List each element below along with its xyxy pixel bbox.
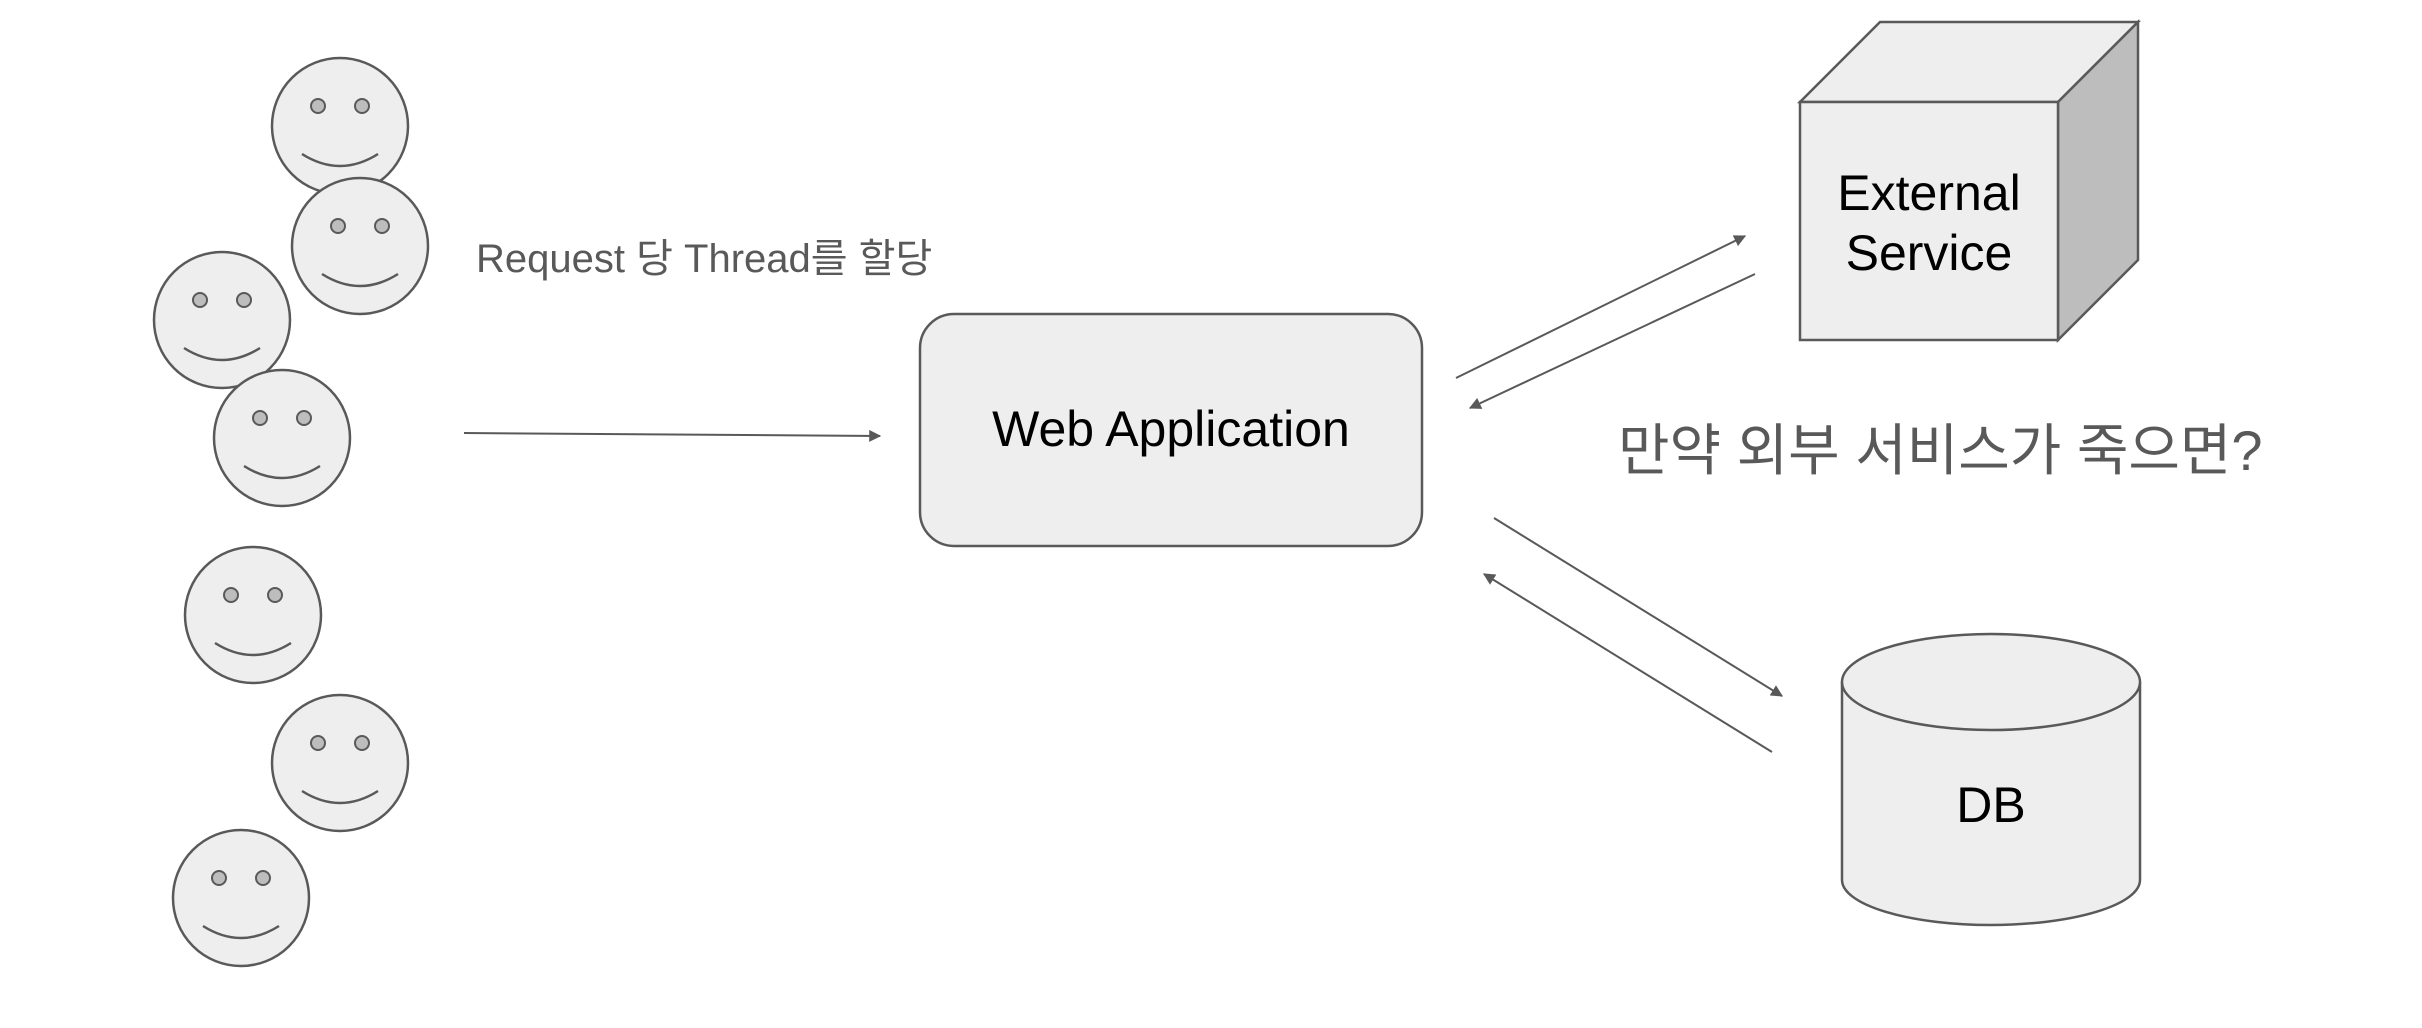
eye-icon [296,410,312,426]
request-label: Request 당 Thread를 할당 [476,237,932,281]
eye-icon [330,218,346,234]
eye-icon [374,218,390,234]
face-circle [270,56,410,196]
face-circle [270,693,410,833]
db-cylinder-top [1840,632,2142,732]
face-circle [290,176,430,316]
eye-icon [211,870,227,886]
face-circle [183,545,323,685]
face-circle [212,368,352,508]
response-from-db-arrow [1482,573,1773,753]
mouth-icon [301,152,379,168]
cube-front-face [1798,100,2060,342]
mouth-icon [301,789,379,805]
face-circle [171,828,311,968]
external-service-label-line2: Service [1846,225,2013,281]
request-to-external-arrow [1455,235,1747,379]
eye-icon [310,98,326,114]
request-arrow [463,429,882,442]
eye-icon [252,410,268,426]
smiley-face-icon [290,176,430,316]
eye-icon [223,587,239,603]
eye-icon [267,587,283,603]
db-label: DB [1956,777,2025,833]
db-node: DB [1840,632,2142,927]
web-application-box [918,312,1424,548]
request-to-db-arrow [1493,517,1784,697]
eye-icon [310,735,326,751]
web-application-label: Web Application [992,401,1350,457]
web-application-node: Web Application [918,312,1424,548]
mouth-icon [243,464,321,480]
question-label: 만약 외부 서비스가 죽으면? [1618,419,2263,482]
eye-icon [354,735,370,751]
external-service-label-line1: External [1837,165,2020,221]
smiley-face-icon [212,368,352,508]
users-group [152,56,430,968]
eye-icon [192,292,208,308]
external-service-node: External Service [1796,18,2142,344]
mouth-icon [202,924,280,940]
smiley-face-icon [270,56,410,196]
smiley-face-icon [270,693,410,833]
mouth-icon [214,641,292,657]
smiley-face-icon [152,250,292,390]
db-cylinder-body [1840,682,2142,927]
face-circle [152,250,292,390]
mouth-icon [183,346,261,362]
smiley-face-icon [171,828,311,968]
eye-icon [236,292,252,308]
mouth-icon [321,272,399,288]
response-from-external-arrow [1468,273,1756,409]
smiley-face-icon [183,545,323,685]
eye-icon [255,870,271,886]
eye-icon [354,98,370,114]
